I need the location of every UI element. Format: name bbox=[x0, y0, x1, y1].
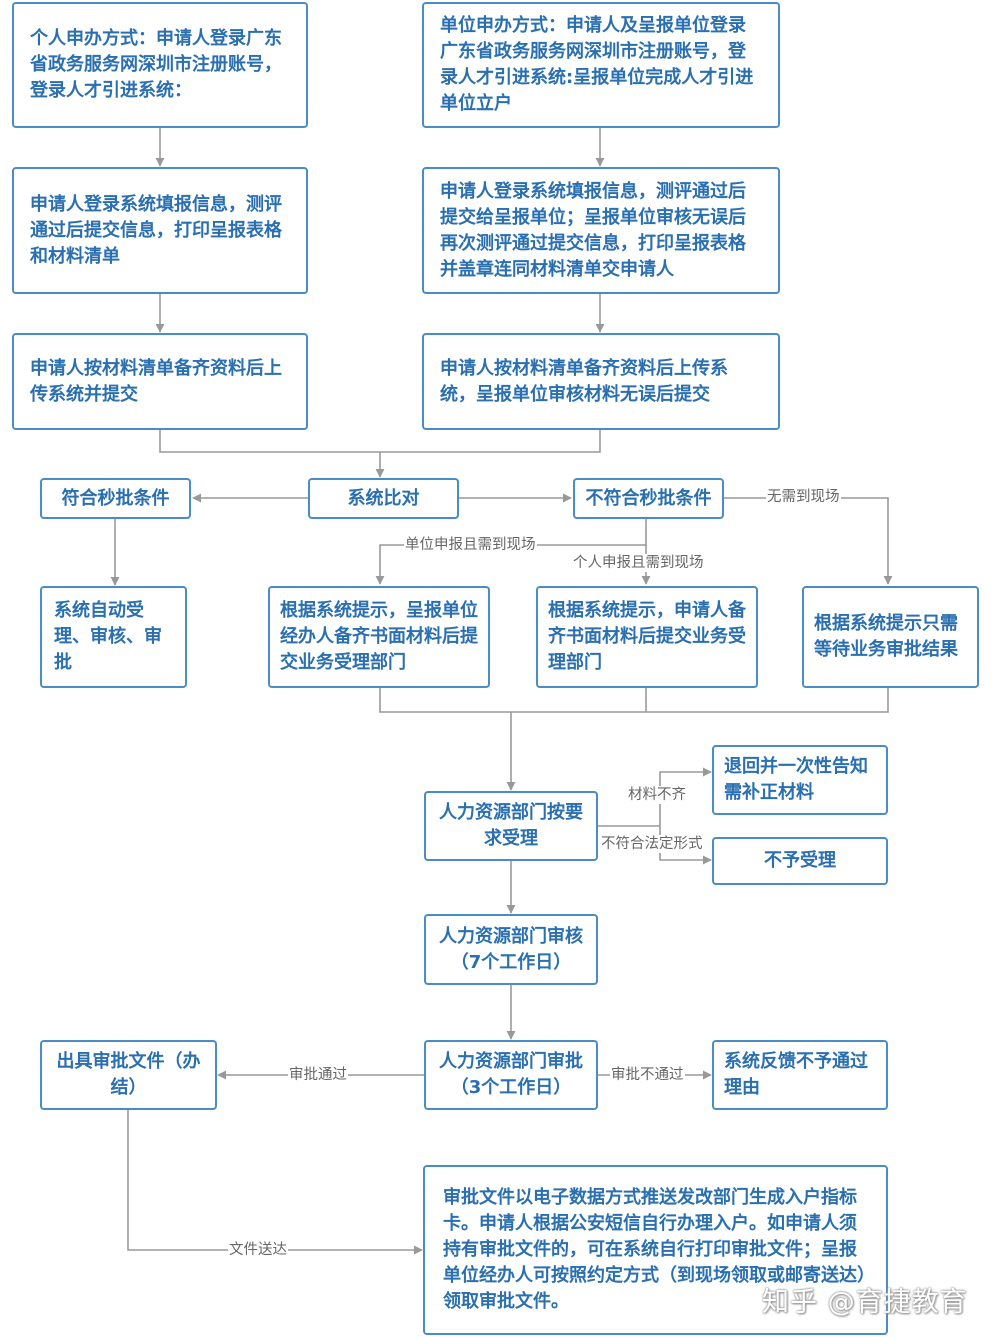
auto-approve-box: 系统自动受理、审核、审批 bbox=[40, 586, 187, 688]
label-unit-onsite: 单位申报且需到现场 bbox=[404, 536, 537, 554]
arrow-uploads-to-compare bbox=[159, 430, 601, 453]
arrow-not-meets-to-wait bbox=[724, 497, 893, 585]
unit-method-text: 单位申办方式：申请人及呈报单位登录广东省政务服务网深圳市注册账号，登录人才引进系… bbox=[440, 15, 754, 114]
system-compare-text: 系统比对 bbox=[347, 487, 420, 509]
wait-result-box: 根据系统提示只需等待业务审批结果 bbox=[802, 586, 979, 688]
reject-box: 不予受理 bbox=[712, 837, 888, 885]
hr-review-box: 人力资源部门审核（7个工作日） bbox=[424, 914, 598, 985]
arrow-paper-merge bbox=[379, 688, 889, 713]
arrow-issue-to-final bbox=[127, 1110, 423, 1255]
personal-submit-paper-box: 根据系统提示，申请人备齐书面材料后提交业务受理部门 bbox=[536, 586, 758, 688]
issue-doc-box: 出具审批文件（办结） bbox=[40, 1040, 217, 1110]
label-not-legal-form: 不符合法定形式 bbox=[600, 835, 704, 853]
unit-method-box: 单位申办方式：申请人及呈报单位登录广东省政务服务网深圳市注册账号，登录人才引进系… bbox=[422, 2, 780, 128]
return-notice-text: 退回并一次性告知需补正材料 bbox=[724, 756, 868, 803]
not-meets-instant-text: 不符合秒批条件 bbox=[585, 487, 712, 509]
hr-accept-text: 人力资源部门按要求受理 bbox=[439, 802, 583, 849]
personal-method-box: 个人申办方式：申请人登录广东省政务服务网深圳市注册账号，登录人才引进系统： bbox=[12, 2, 308, 128]
watermark: 知乎 @育捷教育 bbox=[762, 1287, 968, 1318]
meets-instant-text: 符合秒批条件 bbox=[61, 487, 170, 509]
final-note-box: 审批文件以电子数据方式推送发改部门生成入户指标卡。申请人根据公安短信自行办理入户… bbox=[423, 1165, 888, 1335]
unit-upload-box: 申请人按材料清单备齐资料后上传系统，呈报单位审核材料无误后提交 bbox=[422, 333, 780, 430]
issue-doc-text: 出具审批文件（办结） bbox=[56, 1051, 201, 1098]
personal-submit-paper-text: 根据系统提示，申请人备齐书面材料后提交业务受理部门 bbox=[548, 600, 746, 673]
hr-review-text: 人力资源部门审核（7个工作日） bbox=[439, 925, 583, 973]
label-doc-delivery: 文件送达 bbox=[228, 1241, 288, 1259]
unit-submit-paper-box: 根据系统提示，呈报单位经办人备齐书面材料后提交业务受理部门 bbox=[268, 586, 490, 688]
return-notice-box: 退回并一次性告知需补正材料 bbox=[712, 745, 888, 815]
personal-upload-text: 申请人按材料清单备齐资料后上传系统并提交 bbox=[30, 357, 282, 405]
feedback-fail-box: 系统反馈不予通过理由 bbox=[712, 1040, 888, 1110]
unit-upload-text: 申请人按材料清单备齐资料后上传系统，呈报单位审核材料无误后提交 bbox=[440, 357, 728, 405]
unit-fill-box: 申请人登录系统填报信息，测评通过后提交给呈报单位；呈报单位审核无误后再次测评通过… bbox=[422, 167, 780, 294]
feedback-fail-text: 系统反馈不予通过理由 bbox=[724, 1051, 868, 1098]
auto-approve-text: 系统自动受理、审核、审批 bbox=[54, 600, 162, 673]
personal-method-text: 个人申办方式：申请人登录广东省政务服务网深圳市注册账号，登录人才引进系统： bbox=[30, 28, 282, 101]
personal-fill-box: 申请人登录系统填报信息，测评通过后提交信息，打印呈报表格和材料清单 bbox=[12, 167, 308, 294]
hr-accept-box: 人力资源部门按要求受理 bbox=[424, 791, 598, 861]
label-approved: 审批通过 bbox=[288, 1066, 348, 1084]
unit-submit-paper-text: 根据系统提示，呈报单位经办人备齐书面材料后提交业务受理部门 bbox=[280, 600, 478, 673]
personal-fill-text: 申请人登录系统填报信息，测评通过后提交信息，打印呈报表格和材料清单 bbox=[30, 193, 282, 267]
personal-upload-box: 申请人按材料清单备齐资料后上传系统并提交 bbox=[12, 333, 308, 430]
not-meets-instant-box: 不符合秒批条件 bbox=[573, 478, 724, 519]
wait-result-text: 根据系统提示只需等待业务审批结果 bbox=[814, 613, 958, 660]
label-personal-onsite: 个人申报且需到现场 bbox=[572, 554, 705, 572]
unit-fill-text: 申请人登录系统填报信息，测评通过后提交给呈报单位；呈报单位审核无误后再次测评通过… bbox=[440, 180, 746, 280]
hr-approve-box: 人力资源部门审批（3个工作日） bbox=[424, 1040, 598, 1110]
reject-text: 不予受理 bbox=[764, 850, 836, 871]
hr-approve-text: 人力资源部门审批（3个工作日） bbox=[439, 1051, 583, 1098]
meets-instant-box: 符合秒批条件 bbox=[40, 478, 191, 519]
arrow-accept-to-return bbox=[659, 767, 712, 826]
final-note-text: 审批文件以电子数据方式推送发改部门生成入户指标卡。申请人根据公安短信自行办理入户… bbox=[443, 1187, 866, 1312]
label-materials-incomplete: 材料不齐 bbox=[627, 786, 687, 804]
label-no-need-onsite: 无需到现场 bbox=[766, 488, 841, 506]
system-compare-box: 系统比对 bbox=[308, 478, 459, 519]
label-not-approved: 审批不通过 bbox=[610, 1066, 685, 1084]
